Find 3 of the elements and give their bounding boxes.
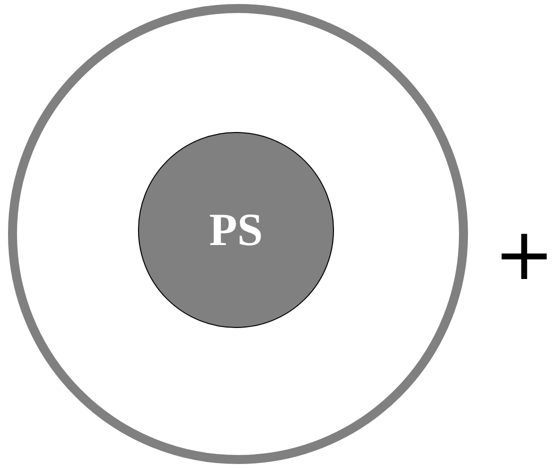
outer-circle [8,4,468,464]
circle-label: PS [209,207,263,253]
plus-sign: + [494,218,554,290]
